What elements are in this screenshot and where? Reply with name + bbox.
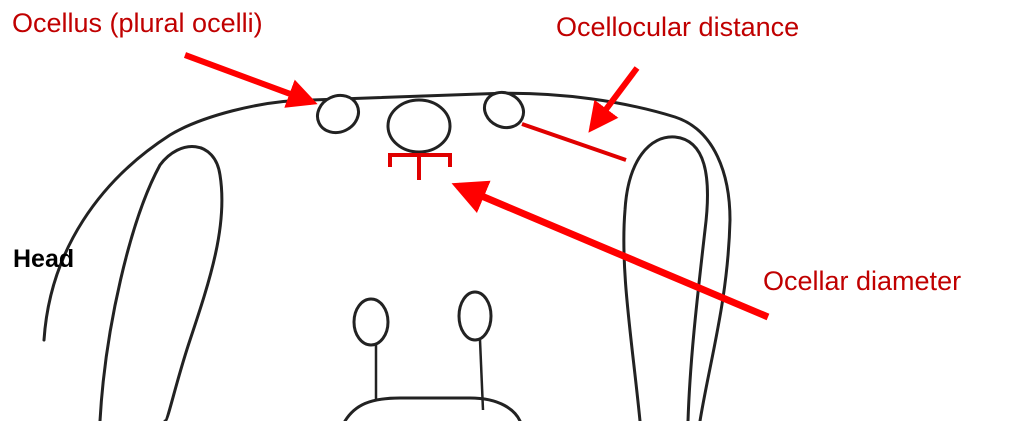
- ocellus-arrow: [185, 55, 312, 102]
- right-compound-eye: [624, 137, 708, 421]
- left-compound-eye: [100, 147, 222, 421]
- median-ocellus: [388, 100, 450, 152]
- left-ocellus: [311, 89, 364, 139]
- clypeus-outline: [345, 398, 520, 421]
- ocellus-label: Ocellus (plural ocelli): [12, 10, 263, 37]
- ocellocular-distance-line: [522, 124, 626, 160]
- ocellar-diameter-bracket: [390, 155, 450, 178]
- ocellocular-distance-arrow: [592, 68, 637, 128]
- left-antennal-socket: [354, 299, 388, 345]
- ocellar-diameter-label: Ocellar diameter: [763, 268, 961, 295]
- head-label: Head: [13, 247, 74, 272]
- ocellar-diameter-arrow: [458, 186, 768, 317]
- ocellocular-distance-label: Ocellocular distance: [556, 14, 799, 41]
- right-antennal-socket: [459, 292, 491, 340]
